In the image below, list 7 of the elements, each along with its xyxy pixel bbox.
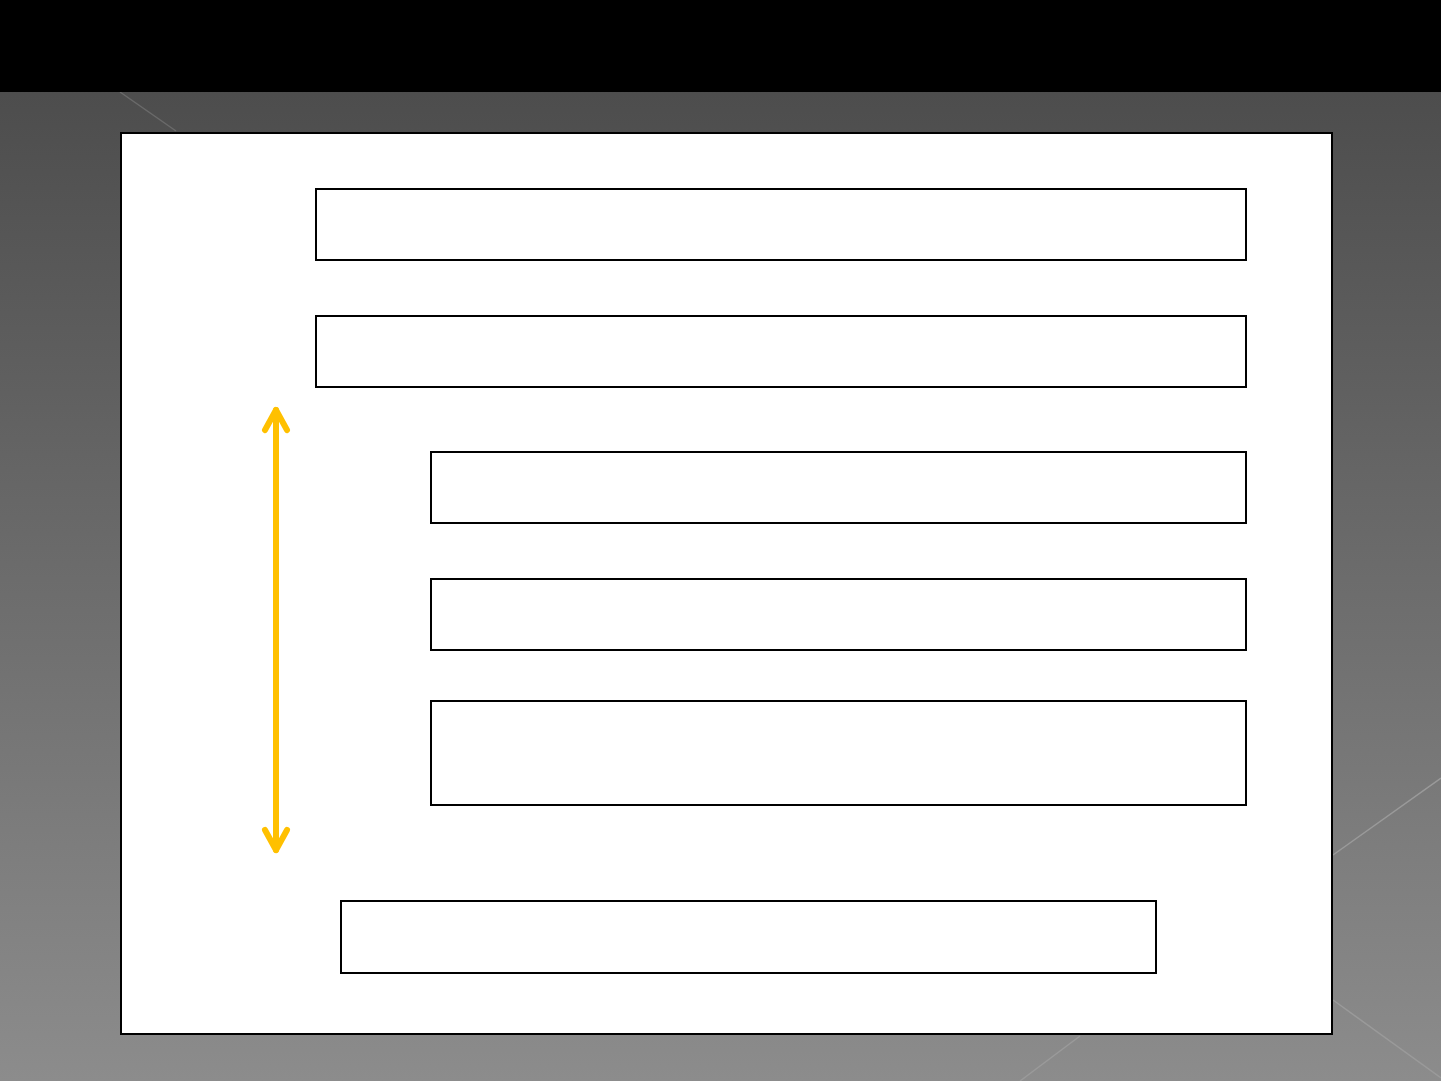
blank-box <box>315 188 1247 261</box>
blank-box <box>340 900 1157 974</box>
blank-box <box>315 315 1247 388</box>
content-panel <box>120 132 1333 1035</box>
blank-box <box>430 578 1247 651</box>
blank-box <box>430 700 1247 806</box>
blank-box <box>430 451 1247 524</box>
